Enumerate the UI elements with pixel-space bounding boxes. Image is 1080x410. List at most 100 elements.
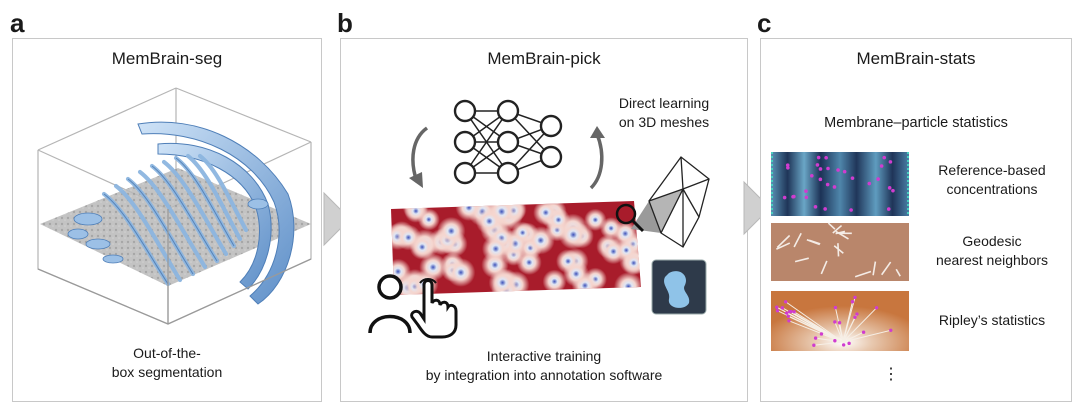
particle-dot xyxy=(783,300,788,304)
panel-letter-c: c xyxy=(757,8,772,38)
particle-heatmap xyxy=(391,201,641,295)
stat-item-concentrations: Reference-based concentrations xyxy=(913,161,1071,199)
ripley-map xyxy=(771,291,909,351)
particle-dot xyxy=(782,195,787,200)
particle-dot xyxy=(786,314,790,318)
neighbor-link xyxy=(895,268,901,277)
ripley-ray xyxy=(834,307,844,343)
particle-dot xyxy=(826,166,830,171)
ripley-ray xyxy=(813,341,844,346)
particle-dot xyxy=(836,168,840,172)
particle-dot xyxy=(819,332,824,336)
caption-line: Interactive training xyxy=(486,348,602,364)
particle-dot xyxy=(841,343,846,347)
particle-dot xyxy=(786,165,790,170)
panel-pick-title: MemBrain-pick xyxy=(487,49,601,68)
particle-blob xyxy=(563,260,590,287)
particle-dot xyxy=(867,181,872,186)
particle-dot xyxy=(879,164,884,168)
particle-dot xyxy=(816,155,821,160)
particle-dot xyxy=(792,310,796,314)
particle-dot xyxy=(818,177,823,182)
panel-seg-caption: Out-of-the- box segmentation xyxy=(13,344,321,382)
stat-item-line: Ripley’s statistics xyxy=(938,312,1046,328)
particle-blob xyxy=(516,249,542,275)
stat-item-ripley: Ripley’s statistics xyxy=(913,311,1071,330)
particle-dot xyxy=(818,167,823,171)
particle-dot xyxy=(887,186,892,190)
particle-dot xyxy=(825,182,830,187)
particle-dot xyxy=(833,305,838,310)
particle-dot xyxy=(876,177,880,181)
particle-dot xyxy=(813,336,818,340)
neighbor-link xyxy=(854,270,872,278)
particle-dot xyxy=(849,208,853,212)
particle-dot xyxy=(861,330,866,334)
panel-stats-subtitle: Membrane–particle statistics xyxy=(824,115,1008,131)
particle-blob xyxy=(511,221,534,244)
particle-blob xyxy=(542,269,567,294)
particle-dot xyxy=(853,295,857,300)
neighbor-link xyxy=(776,234,791,249)
neighbor-link xyxy=(872,261,877,276)
particle-blob xyxy=(437,216,466,246)
particle-dot xyxy=(874,306,879,310)
neighbor-link xyxy=(827,222,836,230)
neighbor-link xyxy=(881,261,892,276)
particle-dot xyxy=(815,163,820,167)
panel-letter-a: a xyxy=(10,8,25,38)
neural-network-icon xyxy=(453,99,563,185)
particle-dot xyxy=(842,169,847,174)
particle-blob xyxy=(446,258,476,287)
particle-dot xyxy=(891,188,895,193)
particle-dot xyxy=(785,163,790,167)
particle-blob xyxy=(613,272,641,295)
particle-dot xyxy=(882,155,887,160)
neighbor-link xyxy=(835,230,849,240)
magnifier-icon xyxy=(615,203,645,233)
particle-blob xyxy=(488,268,517,295)
particle-dot xyxy=(792,194,796,199)
ripley-ray xyxy=(788,315,844,343)
ripley-ray xyxy=(842,317,856,343)
particle-blob xyxy=(475,207,503,235)
panel-stats: MemBrain-stats Membrane–particle statist… xyxy=(760,38,1072,402)
particle-blob xyxy=(584,208,607,231)
particle-dot xyxy=(886,207,891,211)
particle-dot xyxy=(850,300,855,304)
ripley-ray xyxy=(842,307,877,343)
particle-dot xyxy=(833,320,837,324)
note-line: Direct learning xyxy=(618,95,710,111)
particle-dot xyxy=(853,315,857,320)
stat-item-line: Geodesic xyxy=(962,233,1022,249)
user-pointer-icon xyxy=(368,274,458,339)
panel-seg-title: MemBrain-seg xyxy=(111,49,223,68)
ripley-ray xyxy=(842,329,891,343)
ripley-ray xyxy=(789,311,844,343)
cycle-arrow-icon xyxy=(409,126,429,188)
ripley-ray xyxy=(834,321,844,343)
particle-dot xyxy=(804,195,809,200)
note-line: on 3D meshes xyxy=(618,113,710,130)
caption-line: box segmentation xyxy=(111,363,223,380)
cycle-arrow-icon xyxy=(589,126,605,190)
particle-dot xyxy=(775,309,780,313)
particle-blob xyxy=(481,234,510,263)
panel-pick: MemBrain-pick Direct learning on 3D mesh… xyxy=(340,38,748,402)
particle-blob xyxy=(546,208,571,232)
particle-dot xyxy=(804,189,808,193)
neighbor-link xyxy=(832,224,843,234)
particle-dot xyxy=(824,155,828,160)
particle-dot xyxy=(889,328,893,332)
segmentation-cube-illustration xyxy=(37,87,312,325)
panel-pick-caption: Interactive training by integration into… xyxy=(341,347,747,385)
neighbor-link xyxy=(793,232,802,248)
flow-arrow-bc xyxy=(743,180,771,236)
particle-dot xyxy=(837,321,842,325)
neighbor-link xyxy=(837,243,840,257)
stat-item-line: nearest neighbors xyxy=(935,251,1049,268)
nearest-neighbors-map xyxy=(771,222,909,281)
ripley-ray xyxy=(842,331,864,343)
flow-arrow-ab xyxy=(323,191,351,247)
caption-line: Out-of-the- xyxy=(133,345,201,361)
